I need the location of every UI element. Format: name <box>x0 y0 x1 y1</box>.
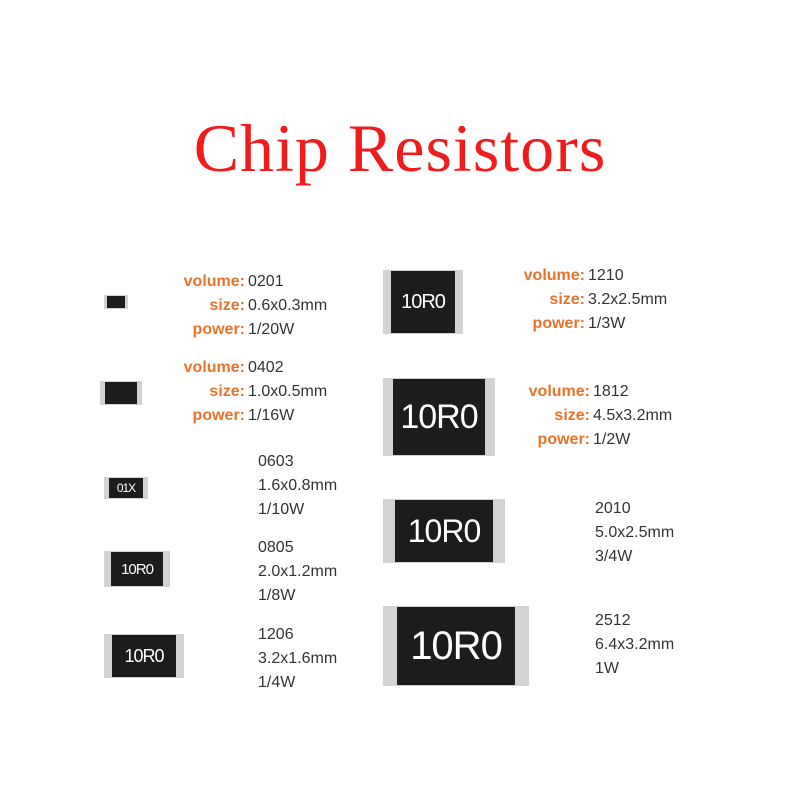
resistor-chip-1210: 10R0 <box>383 270 463 334</box>
chip-marking: 10R0 <box>410 623 503 668</box>
size-value: 2.0x1.2mm <box>258 563 338 580</box>
size-value: 3.2x1.6mm <box>258 650 338 667</box>
power-label: power: <box>192 321 245 338</box>
resistor-chip-2512: 10R0 <box>383 606 529 686</box>
volume-value: 0201 <box>248 273 284 290</box>
power-value: 1/4W <box>258 674 296 691</box>
volume-value: 2512 <box>595 612 631 629</box>
spec-0201: volume:0201 size:0.6x0.3mm power:1/20W <box>165 270 327 342</box>
size-value: 0.6x0.3mm <box>248 297 328 314</box>
spec-2010: 2010 5.0x2.5mm 3/4W <box>595 497 674 569</box>
power-value: 1/20W <box>248 321 295 338</box>
volume-label: volume: <box>523 267 585 284</box>
volume-label: volume: <box>183 359 245 376</box>
size-label: size: <box>554 407 590 424</box>
chip-marking: 10R0 <box>121 560 154 578</box>
volume-value: 1206 <box>258 626 294 643</box>
volume-label: volume: <box>528 383 590 400</box>
resistor-chip-0805: 10R0 <box>104 551 170 587</box>
spec-0603: 0603 1.6x0.8mm 1/10W <box>258 450 337 522</box>
page-title: Chip Resistors <box>193 110 607 186</box>
size-value: 1.0x0.5mm <box>248 383 328 400</box>
power-label: power: <box>532 315 585 332</box>
size-label: size: <box>549 291 585 308</box>
spec-1812: volume:1812 size:4.5x3.2mm power:1/2W <box>510 380 672 452</box>
size-value: 1.6x0.8mm <box>258 477 338 494</box>
spec-0805: 0805 2.0x1.2mm 1/8W <box>258 536 337 608</box>
volume-value: 0402 <box>248 359 284 376</box>
power-value: 1/8W <box>258 587 296 604</box>
resistor-chip-0402 <box>100 381 142 405</box>
chip-marking: 10R0 <box>401 290 446 313</box>
resistor-chip-1206: 10R0 <box>104 634 184 678</box>
size-value: 6.4x3.2mm <box>595 636 675 653</box>
volume-value: 1210 <box>588 267 624 284</box>
size-label: size: <box>209 297 245 314</box>
power-value: 3/4W <box>595 548 633 565</box>
volume-value: 0805 <box>258 539 294 556</box>
size-value: 4.5x3.2mm <box>593 407 673 424</box>
spec-2512: 2512 6.4x3.2mm 1W <box>595 609 674 681</box>
power-value: 1/16W <box>248 407 295 424</box>
power-value: 1/3W <box>588 315 626 332</box>
resistor-chip-0603: 01X <box>104 477 148 499</box>
power-value: 1/2W <box>593 431 631 448</box>
spec-0402: volume:0402 size:1.0x0.5mm power:1/16W <box>165 356 327 428</box>
power-label: power: <box>537 431 590 448</box>
chip-marking: 01X <box>116 481 136 495</box>
resistor-chip-1812: 10R0 <box>383 378 495 456</box>
volume-label: volume: <box>183 273 245 290</box>
resistor-chip-2010: 10R0 <box>383 499 505 563</box>
resistor-chip-0201 <box>104 295 128 309</box>
power-value: 1W <box>595 660 619 677</box>
chip-marking: 10R0 <box>400 397 478 436</box>
power-label: power: <box>192 407 245 424</box>
spec-1210: volume:1210 size:3.2x2.5mm power:1/3W <box>505 264 667 336</box>
size-value: 5.0x2.5mm <box>595 524 675 541</box>
volume-value: 0603 <box>258 453 294 470</box>
volume-value: 2010 <box>595 500 631 517</box>
chip-marking: 10R0 <box>407 512 481 549</box>
power-value: 1/10W <box>258 501 305 518</box>
size-label: size: <box>209 383 245 400</box>
spec-1206: 1206 3.2x1.6mm 1/4W <box>258 623 337 695</box>
chip-marking: 10R0 <box>124 645 164 666</box>
size-value: 3.2x2.5mm <box>588 291 668 308</box>
volume-value: 1812 <box>593 383 629 400</box>
